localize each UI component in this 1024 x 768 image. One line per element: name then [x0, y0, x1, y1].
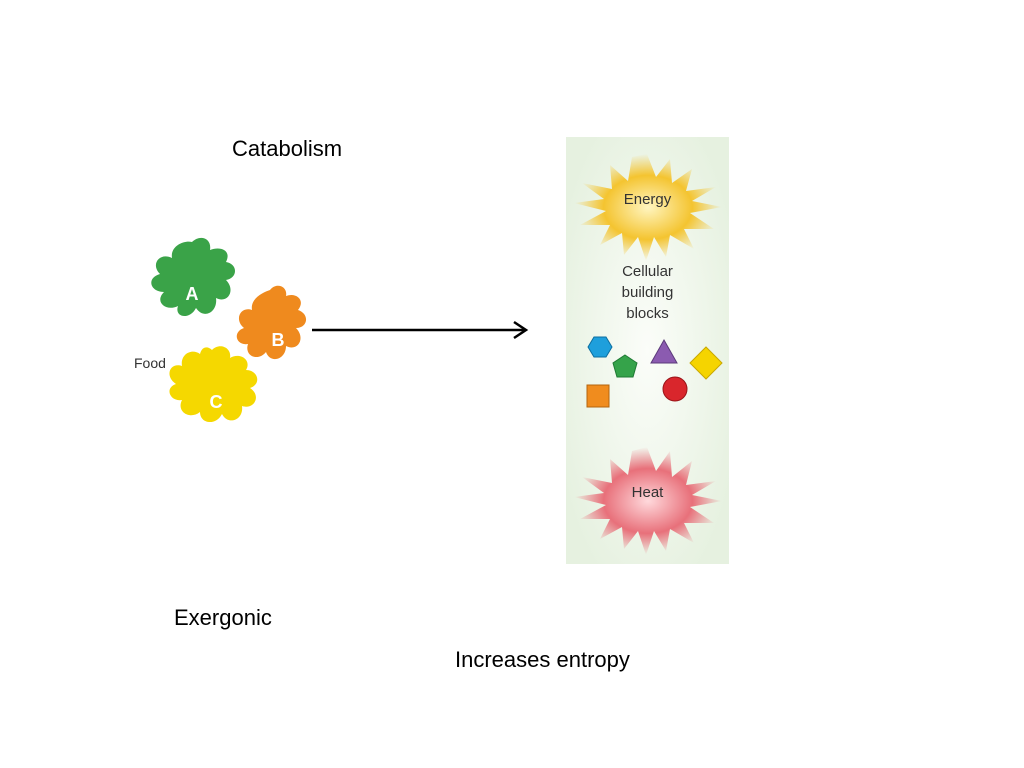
products-panel: Energy Cellular building blocks Heat — [566, 137, 729, 564]
food-blob-c: C — [169, 346, 258, 423]
hexagon-block — [587, 336, 613, 358]
blob-a-label: A — [186, 284, 199, 304]
heat-burst — [574, 447, 722, 555]
energy-label: Energy — [623, 191, 672, 208]
entropy-label: Increases entropy — [455, 647, 630, 672]
food-blob-a: A — [151, 237, 235, 317]
exergonic-label: Exergonic — [174, 605, 272, 630]
triangle-block — [650, 338, 678, 364]
blob-c-label: C — [210, 392, 223, 412]
diamond-block — [689, 346, 723, 380]
energy-burst — [574, 154, 722, 261]
building-blocks-line-3: blocks — [626, 305, 669, 322]
food-blob-b: B — [236, 285, 307, 360]
slide-title: Catabolism — [232, 136, 343, 161]
food-label: Food — [134, 355, 166, 371]
heat-label: Heat — [631, 484, 664, 501]
reaction-arrow — [312, 320, 529, 340]
food-illustration: A B C Food — [134, 237, 307, 423]
building-blocks-line-2: building — [621, 284, 674, 301]
building-blocks-label: Cellular building blocks — [566, 261, 729, 324]
pentagon-block — [612, 354, 638, 378]
blob-b-label: B — [272, 330, 285, 350]
square-block — [586, 384, 610, 408]
circle-block — [662, 376, 688, 402]
building-blocks-line-1: Cellular — [622, 263, 673, 280]
